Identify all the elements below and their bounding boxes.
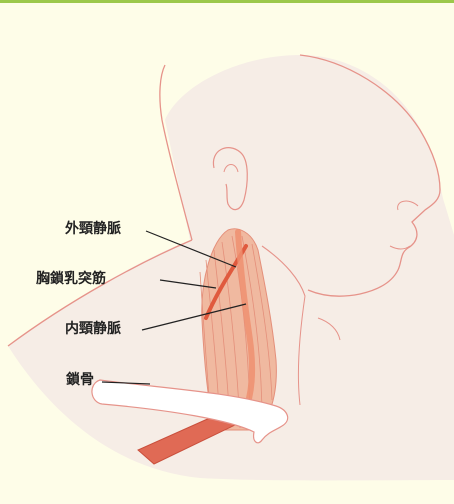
label-internal-jugular-vein: 内頸静脈 bbox=[65, 321, 121, 337]
label-sternocleidomastoid: 胸鎖乳突筋 bbox=[36, 271, 106, 287]
label-clavicle: 鎖骨 bbox=[66, 372, 94, 388]
label-external-jugular-vein: 外頸静脈 bbox=[65, 221, 121, 237]
